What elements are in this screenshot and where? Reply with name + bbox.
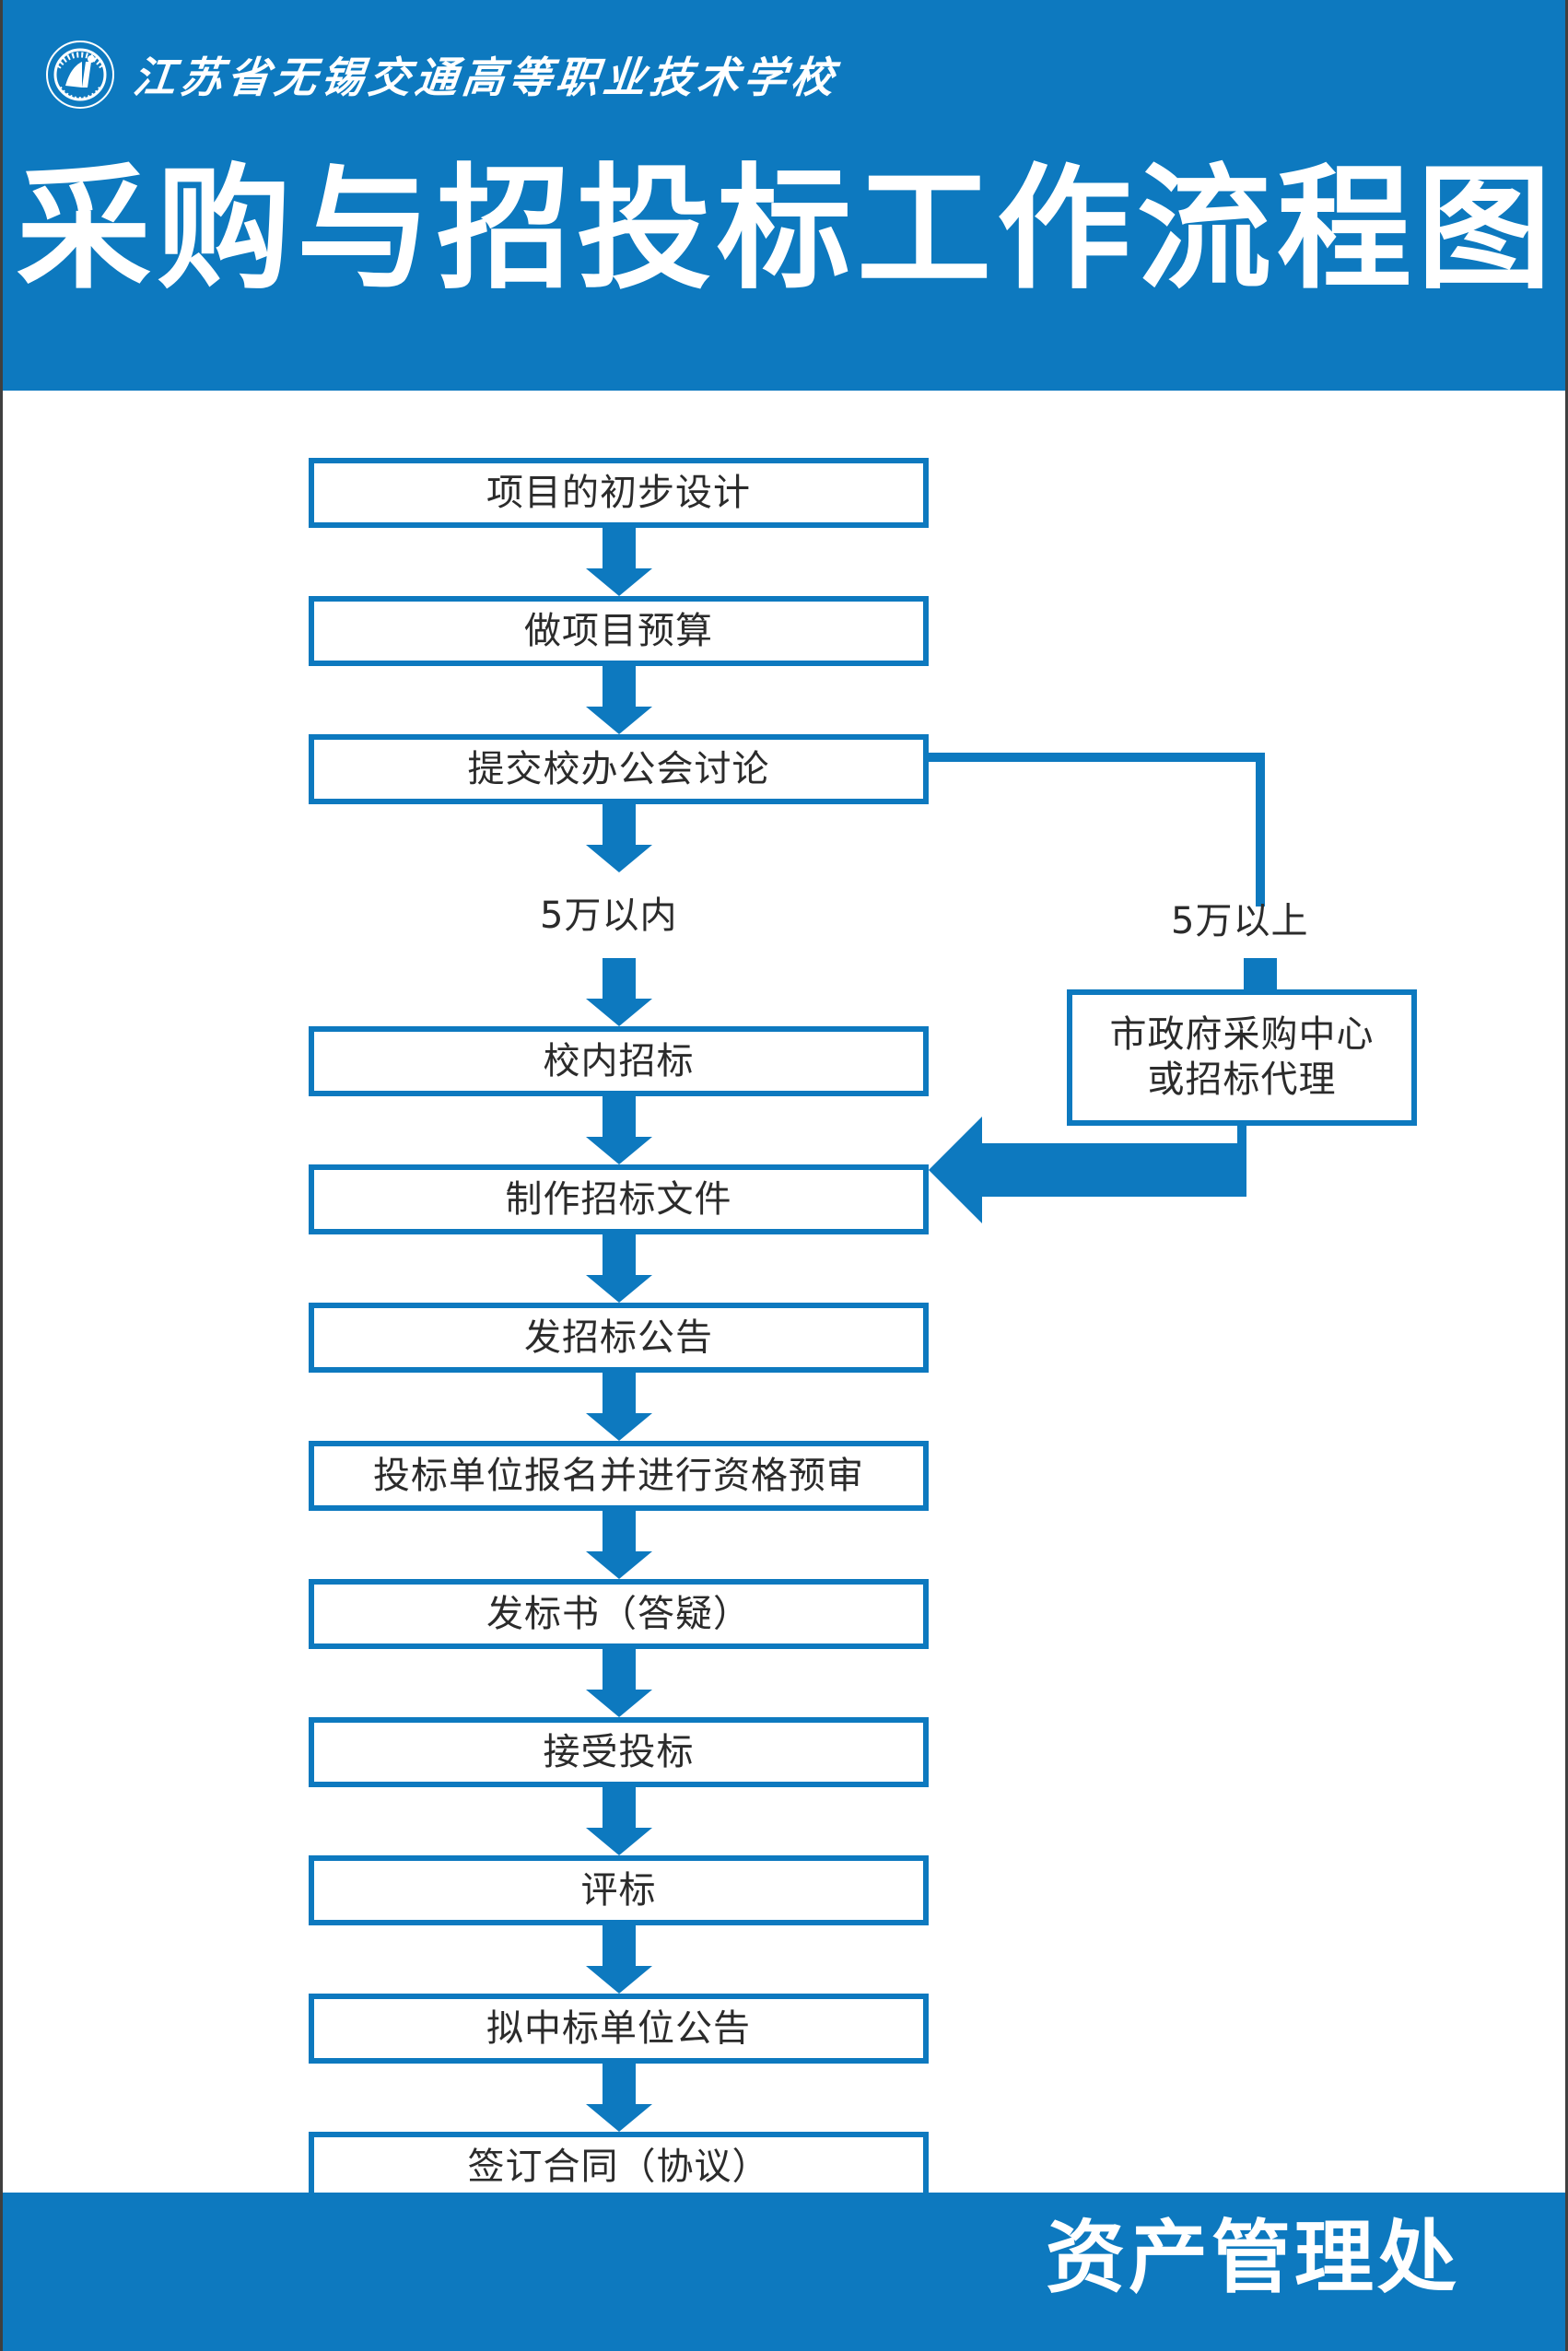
connector-horizontal-to-right bbox=[923, 753, 1265, 762]
arrow-down-icon bbox=[585, 1511, 652, 1579]
arrow-down-icon bbox=[585, 528, 652, 596]
flow-node-gov-procurement-center[interactable]: 市政府采购中心 或招标代理 bbox=[1067, 989, 1417, 1126]
arrow-down-icon bbox=[585, 1234, 652, 1303]
header-band: 江苏省无锡交通高等职业技术学校 采购与招投标工作流程图 bbox=[3, 0, 1565, 391]
page-title: 采购与招投标工作流程图 bbox=[17, 151, 1557, 308]
flow-node-bidder-registration-prequalification[interactable]: 投标单位报名并进行资格预审 bbox=[309, 1441, 929, 1511]
flowchart-canvas: 项目的初步设计 做项目预算 提交校办公会讨论 5万以内 5万以上 bbox=[3, 391, 1565, 2202]
flow-node-submit-office-meeting[interactable]: 提交校办公会讨论 bbox=[309, 734, 929, 804]
arrow-down-icon bbox=[585, 1787, 652, 1855]
arrow-left-icon bbox=[929, 1117, 1246, 1223]
school-identity: 江苏省无锡交通高等职业技术学校 bbox=[45, 39, 841, 111]
branch-label-under-50k: 5万以内 bbox=[540, 895, 678, 937]
flow-node-internal-bidding[interactable]: 校内招标 bbox=[309, 1026, 929, 1096]
flow-node-preliminary-design[interactable]: 项目的初步设计 bbox=[309, 458, 929, 528]
flow-node-candidate-winner-announcement[interactable]: 拟中标单位公告 bbox=[309, 1994, 929, 2064]
flow-node-bid-evaluation[interactable]: 评标 bbox=[309, 1855, 929, 1925]
connector-vertical-right bbox=[1256, 753, 1265, 906]
school-emblem-icon bbox=[45, 40, 115, 110]
flow-node-issue-bid-docs-qa[interactable]: 发标书（答疑） bbox=[309, 1579, 929, 1649]
flow-node-sign-contract[interactable]: 签订合同（协议） bbox=[309, 2132, 929, 2202]
arrow-down-icon bbox=[585, 958, 652, 1026]
footer-band: 资产管理处 bbox=[3, 2193, 1565, 2351]
flow-node-receive-bids[interactable]: 接受投标 bbox=[309, 1717, 929, 1787]
flow-node-project-budget[interactable]: 做项目预算 bbox=[309, 596, 929, 666]
arrow-down-icon bbox=[585, 1373, 652, 1441]
flow-node-prepare-bid-documents[interactable]: 制作招标文件 bbox=[309, 1164, 929, 1234]
arrow-down-icon bbox=[585, 666, 652, 734]
school-name-text: 江苏省无锡交通高等职业技术学校 bbox=[130, 53, 841, 102]
footer-department-title: 资产管理处 bbox=[1046, 2212, 1460, 2304]
flow-node-publish-bid-notice[interactable]: 发招标公告 bbox=[309, 1303, 929, 1373]
arrow-down-icon bbox=[585, 1649, 652, 1717]
arrow-down-icon bbox=[585, 1096, 652, 1164]
arrow-down-icon bbox=[585, 804, 652, 872]
arrow-down-icon bbox=[585, 1925, 652, 1994]
arrow-down-icon bbox=[585, 2064, 652, 2132]
branch-label-over-50k: 5万以上 bbox=[1171, 900, 1309, 942]
